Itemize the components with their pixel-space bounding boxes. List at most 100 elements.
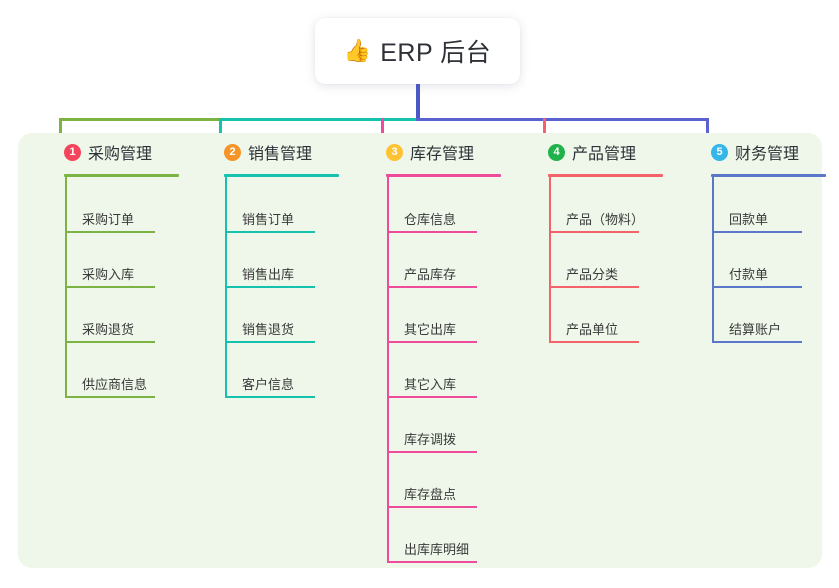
column-title-5: 财务管理: [735, 146, 800, 163]
leaf-node[interactable]: 回款单: [712, 205, 802, 233]
leaf-node[interactable]: 库存调拨: [387, 425, 477, 453]
leaf-label: 库存调拨: [404, 432, 457, 447]
column-rule-4: [548, 174, 663, 177]
leaf-label: 采购入库: [82, 267, 135, 282]
leaf-label: 库存盘点: [404, 487, 457, 502]
leaf-node[interactable]: 其它出库: [387, 315, 477, 343]
leaf-rule: [387, 561, 477, 563]
leaf-label: 产品单位: [566, 322, 619, 337]
leaf-label: 采购订单: [82, 212, 135, 227]
root-node-card[interactable]: 👍 ERP 后台: [315, 18, 520, 84]
connector-root-stem: [416, 84, 420, 121]
leaf-rule: [387, 341, 477, 343]
column-badge-2: 2: [224, 143, 241, 161]
leaf-rule: [549, 341, 639, 343]
leaf-rule: [549, 231, 639, 233]
column-spine-4: [549, 177, 551, 343]
leaf-rule: [712, 231, 802, 233]
column-badge-4: 4: [548, 143, 565, 161]
leaf-node[interactable]: 产品（物料）: [549, 205, 644, 233]
leaf-rule: [387, 506, 477, 508]
leaf-node[interactable]: 销售退货: [225, 315, 315, 343]
column-5: 5 财务管理回款单付款单结算账户: [687, 133, 839, 343]
leaf-label: 客户信息: [242, 377, 295, 392]
column-title-4: 产品管理: [572, 146, 637, 163]
column-rule-2: [224, 174, 339, 177]
column-3: 3 库存管理仓库信息产品库存其它出库其它入库库存调拨库存盘点出库库明细: [362, 133, 522, 563]
leaf-rule: [225, 286, 315, 288]
thumbs-up-icon: 👍: [343, 38, 372, 63]
leaf-label: 其它入库: [404, 377, 457, 392]
leaf-rule: [387, 451, 477, 453]
column-header-3[interactable]: 3 库存管理: [362, 133, 522, 171]
leaf-rule: [225, 341, 315, 343]
leaf-rule: [65, 396, 155, 398]
leaf-node[interactable]: 库存盘点: [387, 480, 477, 508]
column-rule-3: [386, 174, 501, 177]
column-2: 2 销售管理销售订单销售出库销售退货客户信息: [200, 133, 360, 398]
leaf-node[interactable]: 产品分类: [549, 260, 639, 288]
leaf-node[interactable]: 采购退货: [65, 315, 155, 343]
leaf-node[interactable]: 产品库存: [387, 260, 477, 288]
column-spine-3: [387, 177, 389, 563]
leaf-node[interactable]: 其它入库: [387, 370, 477, 398]
leaf-rule: [387, 396, 477, 398]
leaf-label: 仓库信息: [404, 212, 457, 227]
column-header-2[interactable]: 2 销售管理: [200, 133, 360, 171]
leaf-node[interactable]: 采购订单: [65, 205, 155, 233]
leaf-label: 采购退货: [82, 322, 135, 337]
leaf-label: 产品（物料）: [566, 212, 645, 227]
leaf-rule: [65, 231, 155, 233]
leaf-rule: [712, 286, 802, 288]
leaf-node[interactable]: 采购入库: [65, 260, 155, 288]
leaf-rule: [387, 286, 477, 288]
connector-bar-green: [59, 118, 222, 121]
root-title: ERP 后台: [380, 39, 492, 67]
leaf-label: 结算账户: [729, 322, 782, 337]
column-badge-5: 5: [711, 143, 728, 161]
leaf-label: 付款单: [729, 267, 769, 282]
leaf-label: 产品库存: [404, 267, 457, 282]
column-header-4[interactable]: 4 产品管理: [524, 133, 684, 171]
diagram-panel: 1 采购管理采购订单采购入库采购退货供应商信息 2 销售管理销售订单销售出库销售退货客…: [18, 133, 826, 568]
leaf-rule: [225, 396, 315, 398]
leaf-node[interactable]: 仓库信息: [387, 205, 477, 233]
column-rule-1: [64, 174, 179, 177]
column-title-1: 采购管理: [88, 146, 153, 163]
leaf-node[interactable]: 销售出库: [225, 260, 315, 288]
leaf-node[interactable]: 结算账户: [712, 315, 802, 343]
column-badge-1: 1: [64, 143, 81, 161]
column-header-5[interactable]: 5 财务管理: [687, 133, 839, 171]
column-1: 1 采购管理采购订单采购入库采购退货供应商信息: [40, 133, 200, 398]
root-node-content: 👍 ERP 后台: [344, 33, 491, 69]
leaf-rule: [712, 341, 802, 343]
leaf-label: 销售退货: [242, 322, 295, 337]
leaf-label: 其它出库: [404, 322, 457, 337]
leaf-rule: [65, 341, 155, 343]
column-rule-5: [711, 174, 826, 177]
leaf-node[interactable]: 付款单: [712, 260, 802, 288]
leaf-node[interactable]: 销售订单: [225, 205, 315, 233]
leaf-node[interactable]: 供应商信息: [65, 370, 155, 398]
leaf-rule: [225, 231, 315, 233]
column-spine-5: [712, 177, 714, 343]
leaf-label: 产品分类: [566, 267, 619, 282]
column-title-2: 销售管理: [248, 146, 313, 163]
leaf-rule: [65, 286, 155, 288]
column-title-3: 库存管理: [410, 146, 475, 163]
leaf-label: 销售出库: [242, 267, 295, 282]
leaf-node[interactable]: 产品单位: [549, 315, 639, 343]
leaf-rule: [387, 231, 477, 233]
leaf-node[interactable]: 出库库明细: [387, 535, 477, 563]
column-header-1[interactable]: 1 采购管理: [40, 133, 200, 171]
column-4: 4 产品管理产品（物料） 产品分类产品单位: [524, 133, 684, 343]
leaf-node[interactable]: 客户信息: [225, 370, 315, 398]
leaf-label: 供应商信息: [82, 377, 148, 392]
connector-bar-blue: [416, 118, 709, 121]
connector-bar-teal: [219, 118, 420, 121]
column-badge-3: 3: [386, 143, 403, 161]
leaf-label: 出库库明细: [404, 542, 470, 557]
leaf-label: 销售订单: [242, 212, 295, 227]
leaf-label: 回款单: [729, 212, 769, 227]
leaf-rule: [549, 286, 639, 288]
